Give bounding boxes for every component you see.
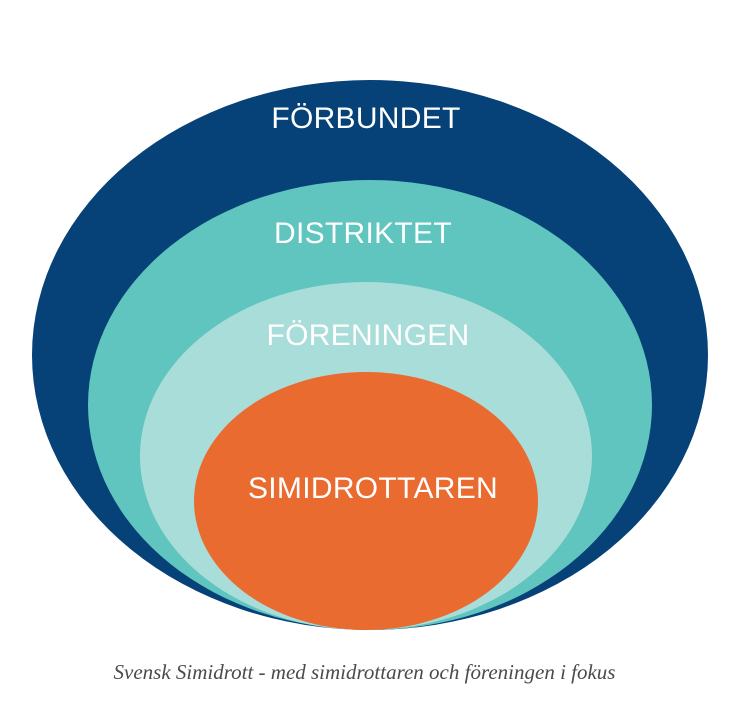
caption: Svensk Simidrott - med simidrottaren och… — [113, 660, 616, 684]
label-foreningen: FÖRENINGEN — [266, 319, 469, 352]
label-distriktet: DISTRIKTET — [274, 217, 452, 250]
nested-ellipse-diagram: FÖRBUNDET DISTRIKTET FÖRENINGEN SIMIDROT… — [32, 80, 708, 630]
ring-simidrottaren — [194, 372, 538, 630]
label-simidrottaren: SIMIDROTTAREN — [248, 472, 498, 505]
label-forbundet: FÖRBUNDET — [271, 102, 460, 135]
